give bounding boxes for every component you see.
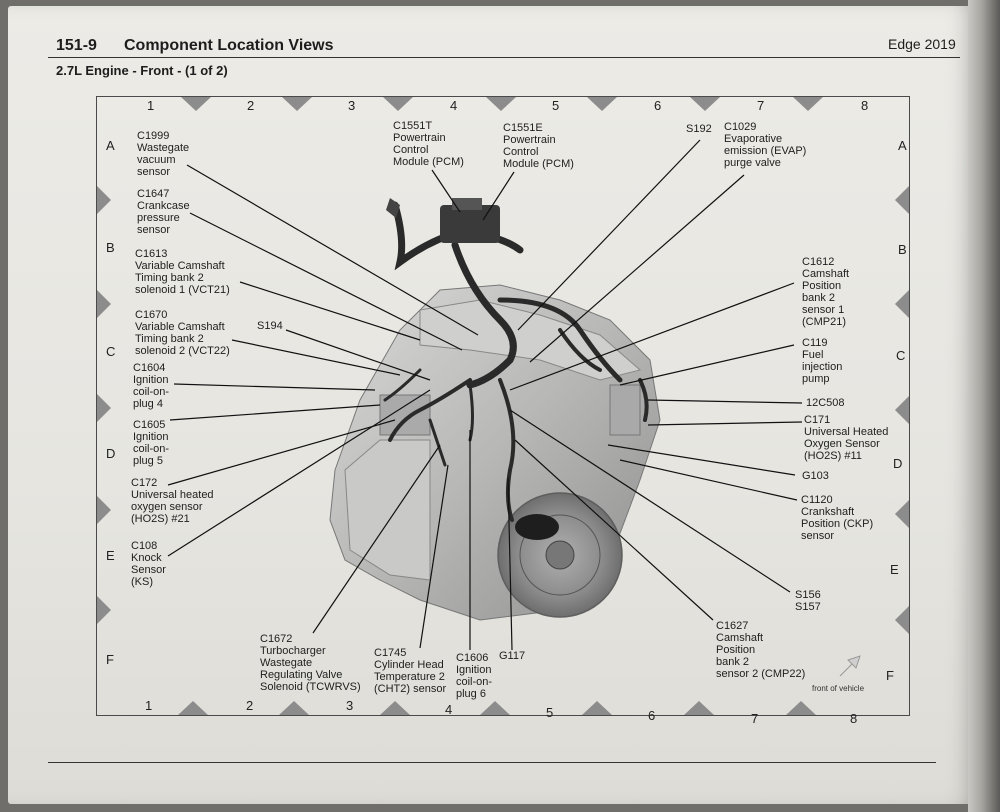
callout-s156-s157: S156 S157 xyxy=(795,589,821,613)
callout-c1745: C1745 Cylinder Head Temperature 2 (CHT2)… xyxy=(374,647,447,695)
grid-marker-bottom xyxy=(786,701,816,715)
grid-marker-bottom xyxy=(178,701,208,715)
grid-marker-bottom xyxy=(582,701,612,715)
front-of-vehicle-label: front of vehicle xyxy=(812,684,865,693)
grid-marker-right xyxy=(895,290,909,318)
grid-col-top-5: 5 xyxy=(552,98,560,113)
grid-col-top-8: 8 xyxy=(861,98,869,113)
callout-g117: G117 xyxy=(499,650,526,662)
vehicle-model: Edge 2019 xyxy=(888,36,956,52)
grid-col-top-1: 1 xyxy=(147,98,155,113)
leader-lines xyxy=(167,139,803,651)
grid-row-right-f: F xyxy=(886,668,894,683)
grid-col-bottom-5: 5 xyxy=(546,705,554,720)
grid-row-left-b: B xyxy=(106,240,115,255)
grid-row-right-b: B xyxy=(898,242,907,257)
grid-marker-left xyxy=(97,394,111,422)
engine-block xyxy=(329,284,661,621)
callout-s192: S192 xyxy=(686,123,712,135)
callout-c1999: C1999 Wastegate vacuum sensor xyxy=(137,130,190,178)
grid-marker-right xyxy=(895,186,909,214)
grid-row-right-e: E xyxy=(890,562,899,577)
page-edge xyxy=(968,0,1000,812)
callout-c1612: C1612 Camshaft Position bank 2 sensor 1 … xyxy=(802,256,850,328)
grid-marker-top xyxy=(383,97,413,111)
view-subtitle: 2.7L Engine - Front - (1 of 2) xyxy=(56,63,228,78)
grid-marker-top xyxy=(587,97,617,111)
grid-row-left-d: D xyxy=(106,446,116,461)
grid-row-left-e: E xyxy=(106,548,115,563)
grid-marker-top xyxy=(181,97,211,111)
grid-marker-bottom xyxy=(279,701,309,715)
grid-marker-left xyxy=(97,186,111,214)
callout-c1627: C1627 Camshaft Position bank 2 sensor 2 … xyxy=(716,620,806,680)
grid-marker-left xyxy=(97,596,111,624)
grid-col-bottom-6: 6 xyxy=(648,708,656,723)
grid-col-bottom-3: 3 xyxy=(346,698,354,713)
grid-col-bottom-8: 8 xyxy=(850,711,858,726)
grid-col-top-4: 4 xyxy=(450,98,458,113)
grid-col-top-6: 6 xyxy=(654,98,662,113)
grid-marker-top xyxy=(793,97,823,111)
callout-c1672: C1672 Turbocharger Wastegate Regulating … xyxy=(260,633,361,693)
callout-c1120: C1120 Crankshaft Position (CKP) sensor xyxy=(801,494,874,542)
callout-c1606: C1606 Ignition coil-on- plug 6 xyxy=(456,652,493,700)
grid-marker-bottom xyxy=(480,701,510,715)
grid-row-right-a: A xyxy=(898,138,907,153)
callout-c1647: C1647 Crankcase pressure sensor xyxy=(137,188,190,236)
grid-marker-right xyxy=(895,606,909,634)
callout-c1604: C1604 Ignition coil-on- plug 4 xyxy=(133,362,170,410)
grid-marker-left xyxy=(97,290,111,318)
section-number: 151-9 xyxy=(56,37,97,54)
callout-c1551t: C1551T Powertrain Control Module (PCM) xyxy=(393,120,464,168)
grid-marker-left xyxy=(97,496,111,524)
callout-s194: S194 xyxy=(257,320,283,332)
grid-marker-top xyxy=(690,97,720,111)
callout-c1670: C1670 Variable Camshaft Timing bank 2 so… xyxy=(135,309,230,357)
grid-col-bottom-2: 2 xyxy=(246,698,254,713)
callout-12c508: 12C508 xyxy=(806,397,845,409)
grid-col-top-2: 2 xyxy=(247,98,255,113)
callout-g103: G103 xyxy=(802,470,829,482)
grid-marker-top xyxy=(486,97,516,111)
grid-col-top-3: 3 xyxy=(348,98,356,113)
callout-c1613: C1613 Variable Camshaft Timing bank 2 so… xyxy=(135,248,230,296)
diagram-frame xyxy=(96,96,910,716)
grid-row-left-f: F xyxy=(106,652,114,667)
callout-c119: C119 Fuel injection pump xyxy=(802,337,843,385)
grid-row-right-c: C xyxy=(896,348,906,363)
grid-col-bottom-4: 4 xyxy=(445,702,453,717)
section-title: Component Location Views xyxy=(124,37,334,54)
callout-c172: C172 Universal heated oxygen sensor (HO2… xyxy=(131,477,214,525)
grid-marker-right xyxy=(895,396,909,424)
grid-marker-bottom xyxy=(380,701,410,715)
grid-marker-right xyxy=(895,500,909,528)
callout-c108: C108 Knock Sensor (KS) xyxy=(131,540,166,588)
callout-c1551e: C1551E Powertrain Control Module (PCM) xyxy=(503,122,574,170)
grid-row-left-c: C xyxy=(106,344,116,359)
callout-c1605: C1605 Ignition coil-on- plug 5 xyxy=(133,419,170,467)
grid-marker-bottom xyxy=(684,701,714,715)
grid-marker-top xyxy=(282,97,312,111)
footer-rule xyxy=(48,762,936,763)
front-of-vehicle-arrow xyxy=(839,655,861,677)
grid-col-top-7: 7 xyxy=(757,98,765,113)
pcm-connectors xyxy=(386,198,500,243)
grid-col-bottom-7: 7 xyxy=(751,711,759,726)
grid-row-right-d: D xyxy=(893,456,903,471)
grid-col-bottom-1: 1 xyxy=(145,698,153,713)
grid-row-left-a: A xyxy=(106,138,115,153)
callout-c1029: C1029 Evaporative emission (EVAP) purge … xyxy=(724,121,807,169)
callout-c171: C171 Universal Heated Oxygen Sensor (HO2… xyxy=(804,414,889,462)
header-rule xyxy=(48,57,960,58)
